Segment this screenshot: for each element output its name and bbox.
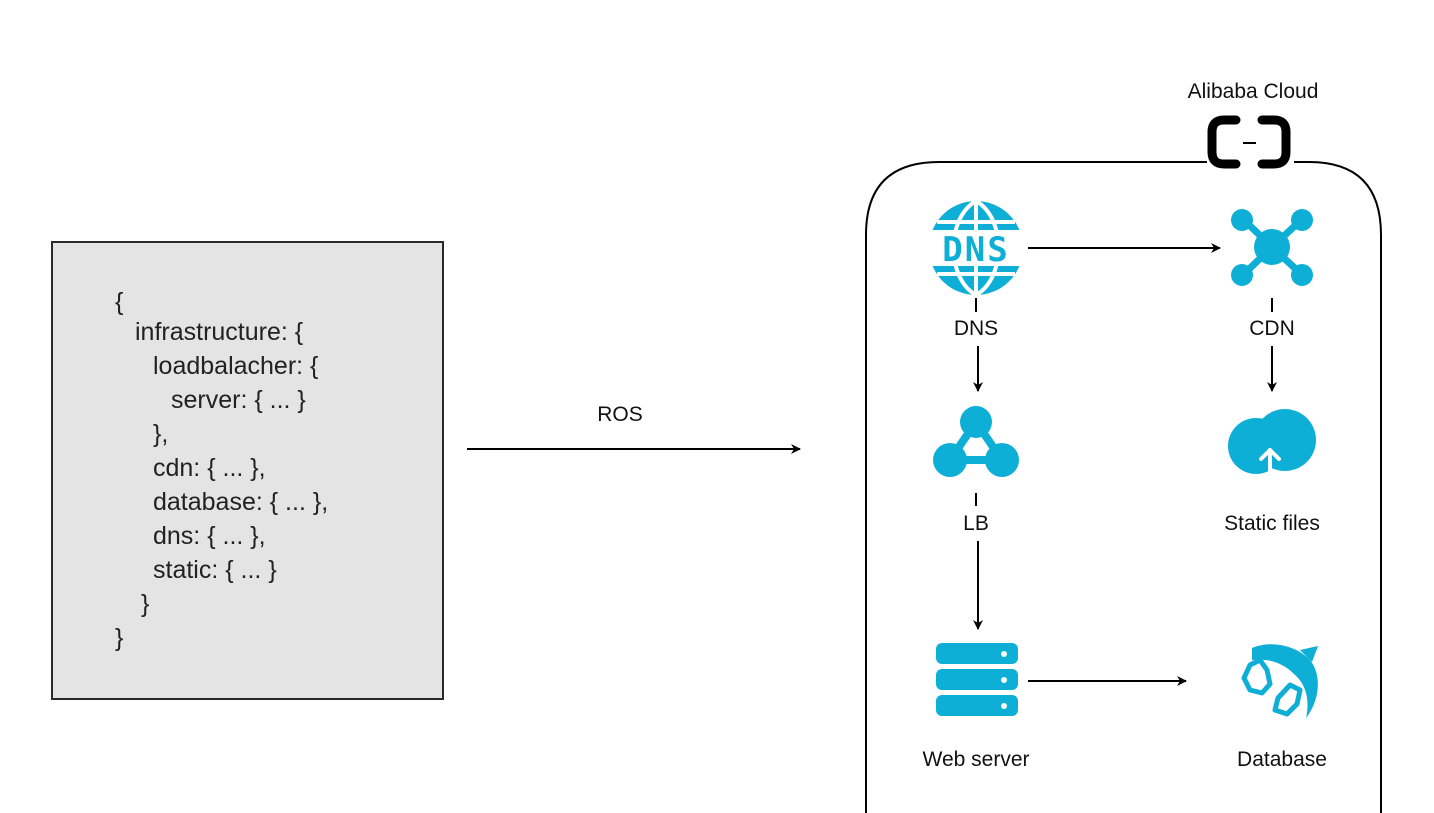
web-server-label: Web server: [922, 748, 1030, 771]
code-line: {: [115, 288, 124, 316]
alibaba-cloud-logo: [1207, 115, 1291, 169]
code-line: },: [153, 420, 169, 448]
code-line: }: [115, 624, 124, 652]
lb-label: LB: [963, 512, 989, 535]
network-hub-icon: [1231, 209, 1313, 286]
code-line: cdn: { ... },: [153, 454, 266, 482]
code-line: server: { ... }: [171, 386, 306, 414]
server-stack-icon: [936, 643, 1018, 716]
dns-label: DNS: [953, 317, 999, 340]
code-line: database: { ... },: [153, 488, 329, 516]
load-balancer-icon: [933, 406, 1019, 477]
infrastructure-code-panel: { infrastructure: { loadbalacher: { serv…: [51, 241, 444, 700]
code-line: dns: { ... },: [153, 522, 266, 550]
code-line: infrastructure: {: [135, 318, 304, 346]
cdn-label: CDN: [1249, 317, 1295, 340]
code-line: loadbalacher: {: [153, 352, 319, 380]
database-label: Database: [1237, 748, 1327, 771]
ros-label: ROS: [597, 403, 643, 426]
code-line: }: [141, 590, 150, 618]
dolphin-database-icon: [1241, 644, 1318, 718]
cloud-title: Alibaba Cloud: [1187, 80, 1319, 103]
cloud-upload-icon: [1228, 409, 1316, 474]
cloud-container: [865, 161, 1382, 813]
svg-text:DNS: DNS: [942, 230, 1009, 270]
static-files-label: Static files: [1224, 512, 1320, 535]
code-line: static: { ... }: [153, 556, 277, 584]
dns-globe-icon: DNS: [925, 199, 1027, 297]
